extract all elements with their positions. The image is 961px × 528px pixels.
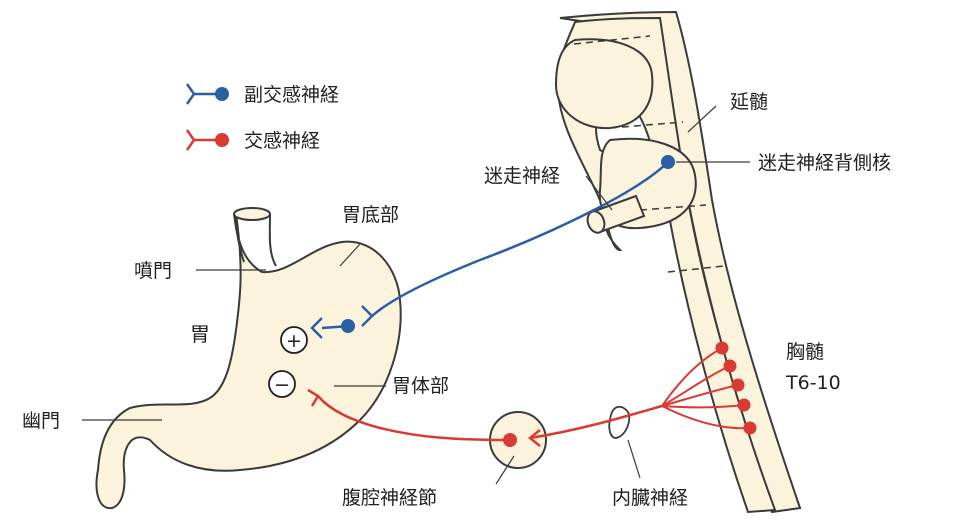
splanchnic-trunk <box>529 404 663 440</box>
splanchnic-leader <box>627 439 641 479</box>
legend-sympathetic-icon <box>185 129 229 151</box>
preganglionic-fiber <box>661 347 723 407</box>
labels: 延髄 迷走神経背側核 迷走神経 胃底部 噴門 胃 胃体部 幽門 腹腔神経節 内臓… <box>22 91 891 509</box>
splanchnic-nerve-loop <box>608 405 631 439</box>
plus-sign: + <box>280 326 308 354</box>
vagus-leader <box>585 175 613 211</box>
preganglionic-fiber <box>661 384 739 407</box>
leader-lines <box>82 105 750 485</box>
postganglionic-fiber-red <box>317 395 511 442</box>
enteric-neuron-blue <box>341 319 355 333</box>
legend-sympathetic-label: 交感神経 <box>244 130 320 152</box>
segment-line <box>667 265 725 273</box>
label-thoracic-segments: T6-10 <box>785 372 841 394</box>
label-medulla: 延髄 <box>730 91 768 113</box>
label-stomach: 胃 <box>190 322 210 346</box>
label-vagus-nerve: 迷走神経 <box>484 165 560 187</box>
preganglionic-fiber <box>661 404 745 409</box>
label-celiac-ganglion: 腹腔神経節 <box>342 487 437 509</box>
fundus-leader <box>339 243 361 267</box>
stomach-outline <box>95 213 402 510</box>
parasympathetic-pathway <box>310 155 675 339</box>
label-splanchnic-nerve: 内臓神経 <box>612 487 688 509</box>
medulla-leader <box>687 105 717 133</box>
label-body: 胃体部 <box>392 375 449 397</box>
minus-sign: − <box>268 370 296 398</box>
dorsal-vagal-nucleus-soma <box>661 155 675 169</box>
label-thoracic-cord: 胸髄 <box>786 341 824 363</box>
vagus-nerve-stub <box>586 194 646 234</box>
label-pylorus: 幽門 <box>22 410 60 432</box>
brainstem-spinal-cord <box>554 10 802 514</box>
legend-parasympathetic-icon <box>185 83 229 105</box>
ganglion-synapse-terminal <box>527 429 541 447</box>
blue-terminal <box>310 317 323 339</box>
red-terminal <box>307 388 320 407</box>
preganglionic-fiber <box>661 405 751 430</box>
esophagus-wall <box>268 213 277 267</box>
label-fundus: 胃底部 <box>342 204 399 226</box>
plus-sign-text: + <box>286 330 302 352</box>
legend: 副交感神経 交感神経 <box>185 83 339 152</box>
segment-line <box>609 121 684 129</box>
label-dorsal-vagal-nucleus: 迷走神経背側核 <box>758 152 891 174</box>
sympathetic-pathway <box>307 341 757 447</box>
vagal-synapse-terminal <box>361 305 374 327</box>
vagal-efferent-fiber <box>371 161 669 317</box>
label-cardia: 噴門 <box>134 260 172 282</box>
ganglion-leader <box>495 455 515 485</box>
esophagus-wall <box>233 213 245 263</box>
segment-line <box>573 35 651 45</box>
minus-sign-text: − <box>274 374 290 396</box>
legend-parasympathetic-label: 副交感神経 <box>244 84 339 106</box>
pons <box>554 38 654 130</box>
stomach <box>95 207 402 510</box>
preganglionic-fiber <box>661 365 731 407</box>
esophagus-opening <box>233 207 271 221</box>
